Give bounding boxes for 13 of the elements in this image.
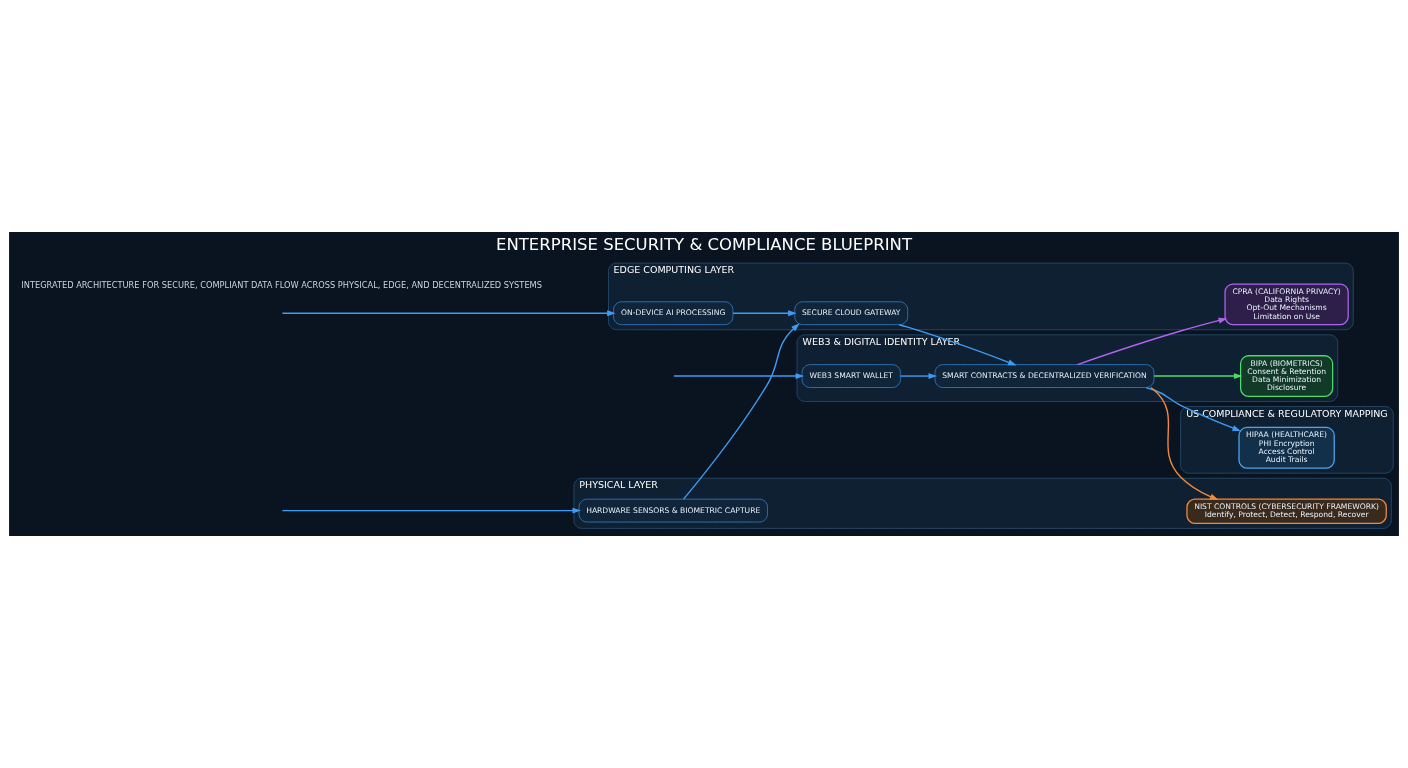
- arrow: [673, 373, 805, 380]
- arrow: [732, 310, 797, 317]
- arrow: [281, 507, 581, 514]
- arrow: [1150, 386, 1219, 500]
- arrow: [281, 310, 616, 317]
- arrow: [1153, 373, 1243, 380]
- arrow: [898, 324, 1017, 366]
- arrow: [1076, 317, 1228, 366]
- arrow: [682, 323, 800, 500]
- diagram-title: ENTERPRISE SECURITY & COMPLIANCE BLUEPRINT: [496, 235, 912, 255]
- arrow: [1145, 386, 1241, 432]
- caption: INTEGRATED ARCHITECTURE FOR SECURE, COMPLIANT DATA FLOW ACROSS PHYSICAL, EDGE, AND DECENTRALIZED SYSTEMS: [21, 280, 542, 291]
- arrow: [899, 373, 938, 380]
